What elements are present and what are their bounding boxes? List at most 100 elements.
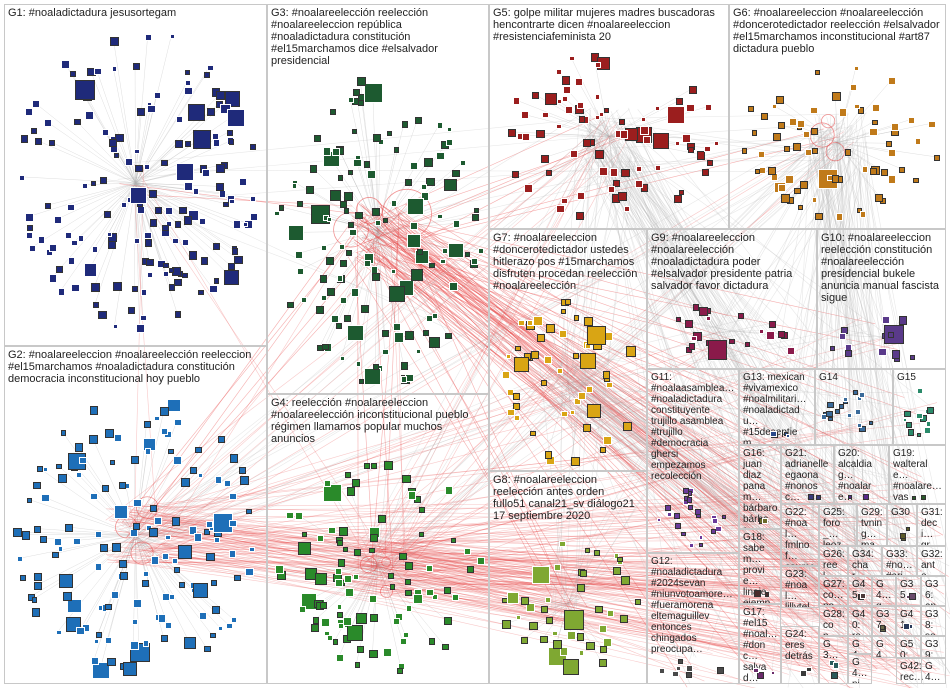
inter-edge xyxy=(610,114,891,645)
graph-node xyxy=(320,244,327,251)
graph-node xyxy=(674,195,683,204)
graph-node xyxy=(20,135,29,143)
inter-edge xyxy=(564,364,870,668)
group-label-g32: G32: ante… nat… xyxy=(921,549,943,575)
inter-edge xyxy=(841,164,860,649)
graph-node xyxy=(839,108,848,117)
intra-edge xyxy=(539,132,610,137)
graph-node xyxy=(187,209,199,221)
intra-edge xyxy=(567,354,576,383)
group-box-g17: G17: #el15 #noal… #donc… salvad… xyxy=(739,604,781,684)
inter-edge xyxy=(360,368,551,568)
inter-edge xyxy=(553,391,903,622)
intra-edge xyxy=(46,121,136,184)
inter-edge xyxy=(575,109,591,587)
graph-node xyxy=(92,661,110,680)
inter-edge xyxy=(591,400,858,417)
graph-node xyxy=(407,233,421,248)
graph-node xyxy=(899,316,908,325)
graph-node xyxy=(335,654,344,662)
graph-node xyxy=(655,164,662,171)
inter-edge xyxy=(590,361,837,664)
inter-edge xyxy=(162,558,943,563)
group-label-g12: G12: #noaladictadura #2024sevan #niunvot… xyxy=(651,556,733,655)
intra-edge xyxy=(135,114,235,184)
intra-edge xyxy=(135,534,140,652)
graph-node xyxy=(563,86,572,94)
intra-edge xyxy=(377,533,421,566)
group-box-g45: G45 xyxy=(848,576,872,606)
inter-edge xyxy=(394,207,837,617)
inter-edge xyxy=(375,256,687,508)
graph-node xyxy=(513,393,521,401)
graph-node xyxy=(600,645,608,653)
inter-edge xyxy=(360,204,810,545)
inter-edge xyxy=(389,202,857,543)
intra-edge xyxy=(135,479,244,536)
graph-node xyxy=(300,297,307,304)
graph-node xyxy=(189,467,197,475)
inter-edge xyxy=(560,138,828,593)
inter-edge xyxy=(628,128,871,338)
graph-node xyxy=(143,640,150,647)
inter-edge xyxy=(835,115,874,557)
intra-edge xyxy=(133,458,136,536)
inter-edge xyxy=(803,148,859,489)
inter-edge xyxy=(387,538,875,557)
intra-edge xyxy=(837,142,936,158)
graph-node xyxy=(412,594,423,605)
graph-node xyxy=(111,591,119,599)
graph-node xyxy=(371,207,380,216)
inter-edge xyxy=(562,401,827,539)
inter-edge xyxy=(402,556,705,682)
graph-node xyxy=(849,83,858,92)
graph-node xyxy=(294,250,303,259)
graph-node xyxy=(477,247,485,255)
graph-node xyxy=(502,620,511,630)
inter-edge xyxy=(576,378,946,605)
graph-node xyxy=(110,37,119,46)
graph-node xyxy=(573,353,579,359)
inter-edge xyxy=(158,505,894,621)
inter-edge xyxy=(373,247,905,531)
intra-edge xyxy=(377,230,416,275)
inter-edge xyxy=(594,409,867,592)
graph-node xyxy=(683,488,690,495)
graph-node xyxy=(768,166,777,176)
graph-node xyxy=(375,220,382,227)
inter-edge xyxy=(390,112,867,575)
inter-edge xyxy=(375,209,878,670)
intra-edge xyxy=(600,113,610,137)
inter-edge xyxy=(119,195,576,369)
graph-node xyxy=(123,662,138,677)
graph-node xyxy=(287,225,304,242)
graph-node xyxy=(594,550,601,557)
graph-node xyxy=(594,94,600,100)
graph-node xyxy=(298,606,306,614)
inter-edge xyxy=(120,505,866,523)
graph-node xyxy=(886,141,893,148)
graph-node xyxy=(853,389,859,395)
graph-node xyxy=(691,335,698,342)
graph-node xyxy=(464,252,470,258)
graph-node xyxy=(884,325,904,345)
graph-node xyxy=(556,69,563,76)
graph-node xyxy=(512,171,519,178)
graph-node xyxy=(707,160,713,166)
intra-edge xyxy=(731,323,772,332)
inter-edge xyxy=(615,109,928,680)
graph-node xyxy=(916,412,923,420)
inter-edge xyxy=(376,227,927,675)
inter-edge xyxy=(575,380,846,615)
inter-edge xyxy=(356,256,790,415)
graph-node xyxy=(26,232,33,239)
intra-edge xyxy=(377,230,429,318)
graph-node xyxy=(56,266,64,273)
group-label-g19: G19: walterale… #noalare… vas xyxy=(893,448,942,503)
inter-edge xyxy=(573,333,743,368)
intra-edge xyxy=(135,523,209,536)
intra-edge xyxy=(280,564,379,575)
group-box-g25: G25: foro_… leozu… xyxy=(819,504,857,546)
graph-node xyxy=(826,410,833,418)
self-loop-edge xyxy=(380,585,393,598)
